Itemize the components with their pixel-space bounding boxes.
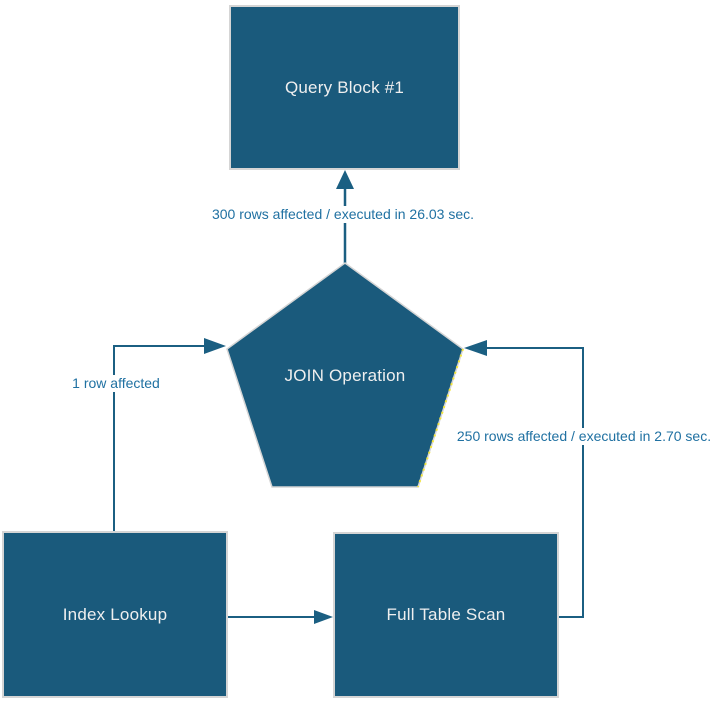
arrowhead-right-icon bbox=[314, 610, 333, 624]
edge-label-indexlookup-to-join: 1 row affected bbox=[70, 375, 162, 392]
edge-label-join-to-queryblock: 300 rows affected / executed in 26.03 se… bbox=[209, 206, 477, 223]
connector-indexlookup-to-join bbox=[113, 338, 226, 531]
node-index-lookup-label: Index Lookup bbox=[62, 604, 168, 624]
node-join-operation-label: JOIN Operation bbox=[284, 366, 406, 385]
node-full-table-scan-label: Full Table Scan bbox=[386, 605, 506, 624]
node-index-lookup[interactable]: Index Lookup bbox=[2, 531, 228, 698]
connector-fulltablescan-to-join bbox=[464, 340, 584, 618]
connector-indexlookup-to-fulltablescan bbox=[228, 610, 333, 624]
node-query-block-label: Query Block #1 bbox=[284, 77, 405, 97]
node-full-table-scan[interactable]: Full Table Scan bbox=[333, 532, 559, 698]
edge-label-fulltablescan-to-join: 250 rows affected / executed in 2.70 sec… bbox=[454, 428, 714, 445]
arrowhead-left-icon bbox=[464, 340, 487, 356]
arrowhead-up-icon bbox=[336, 170, 354, 189]
node-query-block[interactable]: Query Block #1 bbox=[229, 5, 460, 170]
selection-highlight bbox=[417, 348, 464, 488]
arrowhead-right-icon bbox=[204, 338, 226, 354]
node-join-operation-shape[interactable] bbox=[226, 262, 464, 488]
connector-join-to-queryblock bbox=[336, 170, 354, 263]
